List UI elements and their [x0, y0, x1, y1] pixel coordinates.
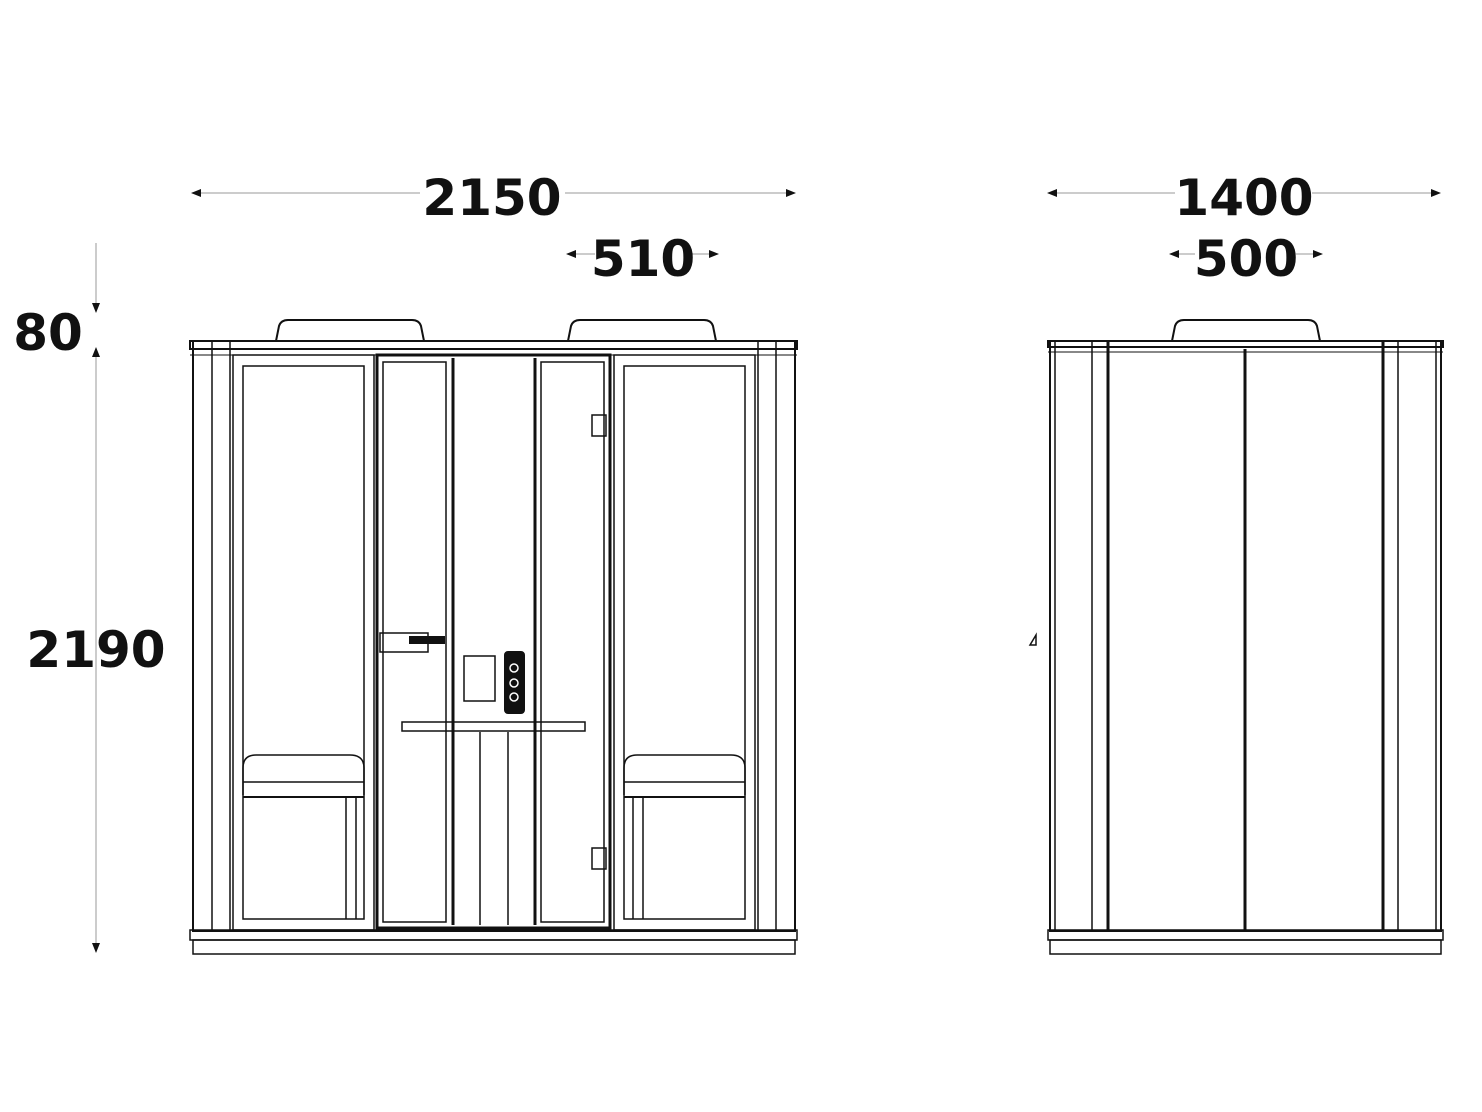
roof-vent-left	[275, 319, 425, 342]
width-label-front: 2150	[422, 169, 561, 227]
roof-vent-right	[567, 319, 717, 342]
side-view	[1028, 319, 1444, 955]
depth-label-side: 1400	[1174, 169, 1313, 227]
body-height-label: 2190	[26, 621, 165, 679]
screen-panel	[463, 655, 496, 702]
roof-height-label: 80	[13, 304, 83, 362]
module-label-side: 500	[1194, 230, 1298, 288]
front-view	[189, 319, 798, 955]
roof-vent-side	[1171, 319, 1321, 342]
module-label-front: 510	[591, 230, 695, 288]
control-panel	[504, 651, 525, 714]
